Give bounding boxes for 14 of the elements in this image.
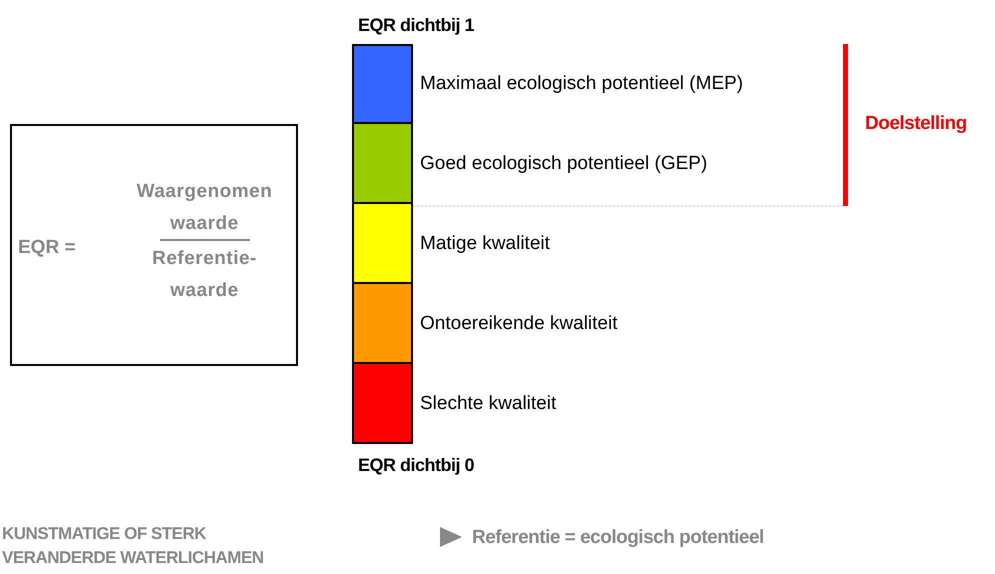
numerator-text: Waargenomen waarde <box>136 180 274 236</box>
category-label: KUNSTMATIGE OF STERK VERANDERDE WATERLICHAMEN <box>2 523 265 569</box>
formula-box <box>10 124 298 366</box>
denominator-text: Referentie- waarde <box>151 247 258 303</box>
legend-label: Maximaal ecologisch potentieel (MEP) <box>420 73 744 95</box>
legend-label: Ontoereikende kwaliteit <box>420 313 618 335</box>
goal-label: Doelstelling <box>865 112 967 136</box>
scale-bottom-label: EQR dichtbij 0 <box>358 454 474 477</box>
scale-top-label: EQR dichtbij 1 <box>358 14 474 37</box>
legend-label: Slechte kwaliteit <box>420 393 556 415</box>
reference-note: Referentie = ecologisch potentieel <box>472 526 764 550</box>
legend-label: Matige kwaliteit <box>420 233 550 255</box>
equation-text: EQR = <box>18 236 77 260</box>
legend-label: Goed ecologisch potentieel (GEP) <box>420 153 708 175</box>
